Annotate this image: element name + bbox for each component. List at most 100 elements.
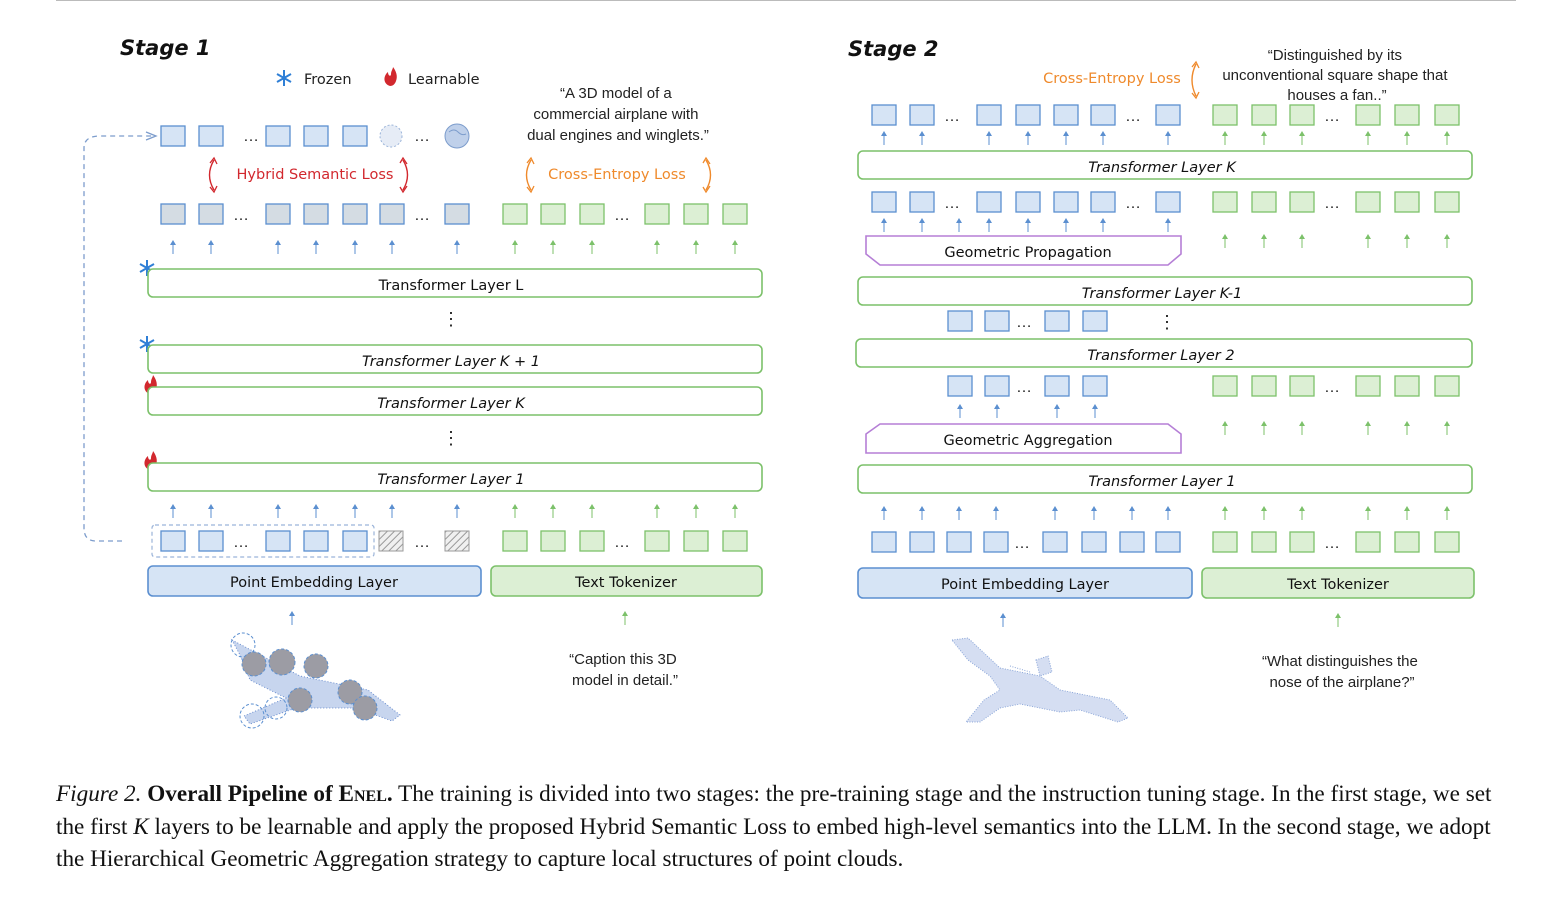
stage1-layer-L [147,268,763,298]
stage1-lower-arrows [169,503,739,519]
stage1-prompt-line1: “Caption this 3D [569,651,677,668]
caption-title-pre: Overall Pipeline of [147,781,339,807]
stage2-lower-arrows [880,505,1451,521]
stage2-output-tokens: … … … [871,104,1460,126]
svg-text:…: … [243,128,259,145]
stage1-output-tokens: … … … [160,203,748,225]
svg-text:…: … [1324,535,1340,552]
caption-title: Overall Pipeline of Enel. [147,781,392,807]
svg-text:“What distinguishes the no: “What distinguishes the nose of the airp… [1262,653,1422,691]
stage2-input-arrows [999,612,1342,628]
stage1-input-arrows [288,610,629,626]
svg-text:“Caption this 3D model in: “Caption this 3D model in detail.” [569,651,681,689]
svg-text:…: … [1016,314,1032,331]
stage2-output-line3: houses a fan..” [1287,87,1386,104]
stage2-mid-tokens: … … … [871,191,1460,213]
caption-text-2: layers to be learnable and apply the pro… [56,813,1491,873]
stage1-text-tokenizer [490,565,763,597]
svg-text:…: … [1014,535,1030,552]
stage2-top-arrows [880,130,1451,146]
svg-text:…: … [944,108,960,125]
svg-text:⋮: ⋮ [1158,312,1176,332]
caption-title-name: Enel. [338,781,393,807]
svg-text:…: … [1125,195,1141,212]
stage2-aggregated-tokens: … … [947,375,1460,397]
svg-text:⋮: ⋮ [442,428,460,448]
pipeline-figure: Stage 1 Frozen Learnable “A 3D model of … [83,36,1475,729]
stage2-layer-1 [857,464,1473,494]
stage2-airplane-pointcloud [951,637,1129,723]
stage1-output-line2: commercial airplane with [533,106,698,123]
stage2-text-tokenizer-label: Text Tokenizer [1286,577,1389,593]
stage2-input-tokens: … … [871,531,1460,553]
stage2-layer-1-label: Transformer Layer 1 [1088,474,1235,490]
stage1-ce-loss: Cross-Entropy Loss [548,167,686,183]
svg-text:…: … [944,195,960,212]
caption-text-1: The training is divided into two stages:… [56,781,1492,840]
legend-learnable: Learnable [408,72,480,88]
svg-text:…: … [233,207,249,224]
geometric-propagation-label: Geometric Propagation [944,245,1111,261]
stage2-layer-2 [855,338,1473,368]
svg-text:…: … [1016,379,1032,396]
stage1-upper-arrows [169,239,739,255]
stage1-layer-K1-label: Transformer Layer K + 1 [362,354,540,370]
snowflake-icon [276,69,292,87]
stage2-layer-2-label: Transformer Layer 2 [1087,348,1234,364]
stage2-output-line1: “Distinguished by its [1268,47,1402,64]
stage2-ce-loss: Cross-Entropy Loss [1043,71,1181,87]
svg-text:…: … [1125,108,1141,125]
svg-text:“A 3D model of a commercia: “A 3D model of a commercial airplane wit… [527,85,709,144]
stage1-title: Stage 1 [120,36,211,60]
svg-text:…: … [1324,379,1340,396]
stage2-aggregated-tokens-upper: … ⋮ [947,310,1176,332]
svg-text:…: … [414,128,430,145]
hybrid-semantic-loss: Hybrid Semantic Loss [237,167,394,183]
geometric-propagation-block [865,235,1182,266]
caption-k: K [133,813,149,840]
stage1-layer-K1 [147,344,763,374]
stage1-point-embedding-label: Point Embedding Layer [230,575,398,591]
stage1-layer-K [147,386,763,416]
svg-text:…: … [614,534,630,551]
stage1-layer-K-label: Transformer Layer K [377,396,526,412]
stage1-text-tokenizer-label: Text Tokenizer [574,575,677,591]
svg-text:“Distinguished by its unco: “Distinguished by its unconventional squ… [1222,47,1451,104]
svg-text:…: … [614,207,630,224]
svg-text:…: … [1324,195,1340,212]
svg-text:…: … [233,534,249,551]
flame-icon [384,67,397,86]
top-rule [56,0,1516,1]
stage1-target-tokens: … … [160,123,470,149]
stage2-layer-K [857,150,1473,180]
stage1-prompt-line2: model in detail.” [572,672,678,689]
svg-text:⋮: ⋮ [442,309,460,329]
figure-caption: Figure 2. Overall Pipeline of Enel. The … [56,778,1518,876]
stage1-layer-1 [147,462,763,492]
stage2-output-line2: unconventional square shape that [1222,67,1448,84]
legend-frozen: Frozen [304,72,352,88]
stage1-input-tokens: … … … [151,524,748,558]
stage1-point-embedding [147,565,482,597]
stage2-text-tokenizer [1201,567,1475,599]
stage1-feedback-line [83,135,152,542]
stage1-airplane-pointcloud [230,632,401,729]
stage2-title: Stage 2 [848,37,939,61]
stage1-layer-1-label: Transformer Layer 1 [377,472,524,488]
geometric-aggregation-block [865,423,1182,454]
stage1-output-line3: dual engines and winglets.” [527,127,709,144]
stage2-layer-K-label: Transformer Layer K [1088,160,1237,176]
stage2-point-embedding-label: Point Embedding Layer [941,577,1109,593]
stage1-layer-L-label: Transformer Layer L [378,278,524,294]
geometric-aggregation-label: Geometric Aggregation [943,433,1112,449]
caption-label: Figure 2. [56,781,142,807]
stage2-point-embedding [857,567,1193,599]
stage2-layer-Km1-label: Transformer Layer K-1 [1082,286,1242,302]
stage1-output-line1: “A 3D model of a [560,85,672,102]
stage2-prompt-line1: “What distinguishes the [1262,653,1418,670]
svg-text:…: … [414,534,430,551]
stage2-prompt-line2: nose of the airplane?” [1269,674,1414,691]
stage2-layer-Km1 [857,276,1473,306]
svg-text:…: … [1324,108,1340,125]
svg-text:…: … [414,207,430,224]
